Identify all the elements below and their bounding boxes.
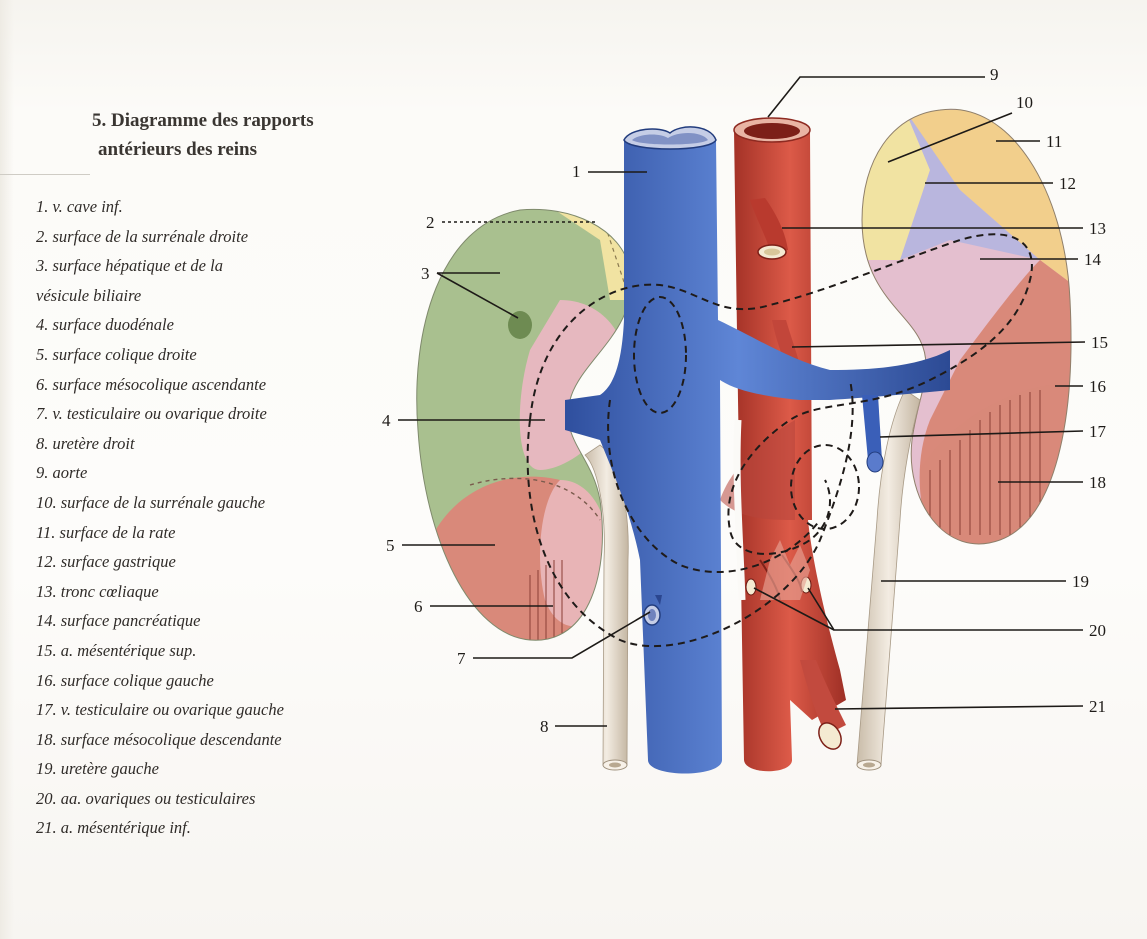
- callout-18: 18: [1089, 473, 1106, 492]
- callout-11: 11: [1046, 132, 1062, 151]
- callout-16: 16: [1089, 377, 1106, 396]
- callout-14: 14: [1084, 250, 1102, 269]
- callout-6: 6: [414, 597, 423, 616]
- callout-13: 13: [1089, 219, 1106, 238]
- callout-12: 12: [1059, 174, 1076, 193]
- callout-4: 4: [382, 411, 391, 430]
- callout-20: 20: [1089, 621, 1106, 640]
- callout-9: 9: [990, 65, 999, 84]
- callout-17: 17: [1089, 422, 1107, 441]
- callout-7: 7: [457, 649, 466, 668]
- callout-10: 10: [1016, 93, 1033, 112]
- callout-19: 19: [1072, 572, 1089, 591]
- callout-1: 1: [572, 162, 581, 181]
- callout-2: 2: [426, 213, 435, 232]
- callout-21: 21: [1089, 697, 1106, 716]
- callout-5: 5: [386, 536, 395, 555]
- callout-3: 3: [421, 264, 430, 283]
- callout-8: 8: [540, 717, 549, 736]
- callout-15: 15: [1091, 333, 1108, 352]
